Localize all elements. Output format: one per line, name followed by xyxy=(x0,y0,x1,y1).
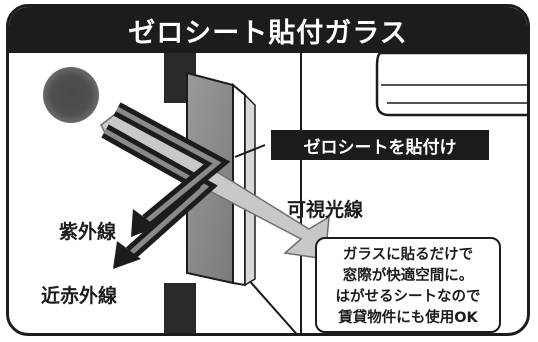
info-line: はがせるシートなので xyxy=(335,289,481,305)
info-line: ガラスに貼るだけで xyxy=(342,247,474,263)
zero-sheet-callout: ゼロシートを貼付け xyxy=(271,130,489,160)
info-line: 窓際が快適空間に。 xyxy=(342,268,474,284)
diagram-title: ゼロシート貼付ガラス xyxy=(9,7,527,53)
sun-icon xyxy=(43,67,99,123)
info-box: ガラスに貼るだけで 窓際が快適空間に。 はがせるシートなので 賃貸物件にも使用O… xyxy=(315,237,501,333)
window-scene xyxy=(43,51,527,333)
zero-sheet-layer xyxy=(244,93,256,287)
ultraviolet-arrow xyxy=(113,102,231,237)
callout-leader xyxy=(234,144,266,158)
diagram-frame: ゼロシート貼付ガラス ゼロシートを貼付け 可視光線 紫外線 近赤外線 ガラスに貼… xyxy=(6,4,530,336)
info-line: 賃貸物件にも使用OK xyxy=(338,310,478,326)
near-infrared-arrow xyxy=(101,124,218,269)
near-ir-label: 近赤外線 xyxy=(41,285,118,307)
uv-label: 紫外線 xyxy=(59,221,117,243)
visible-light-label: 可視光線 xyxy=(287,199,364,221)
window-frame-bottom xyxy=(164,283,196,333)
air-conditioner xyxy=(375,51,527,117)
